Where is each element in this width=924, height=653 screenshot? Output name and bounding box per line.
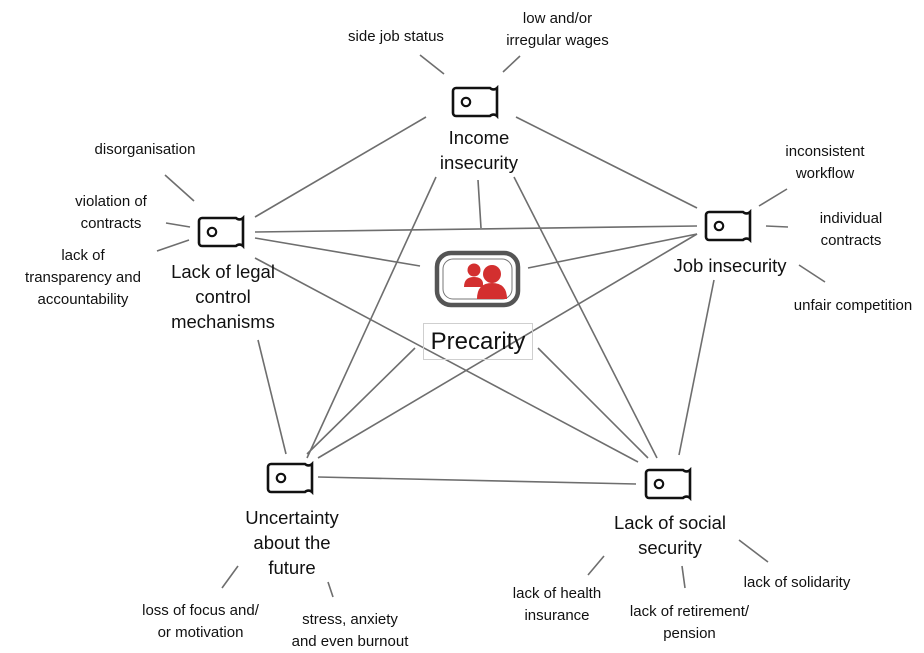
node-future-label: Uncertainty about the future (245, 507, 339, 578)
job-ticket-icon (704, 208, 752, 244)
leaf-loss-of-focus: loss of focus and/ or motivation (142, 602, 259, 641)
income-ticket-icon (451, 84, 499, 120)
legal-ticket-icon (197, 214, 245, 250)
leaf-violation-of-contracts: violation of contracts (75, 193, 147, 232)
leaf-unfair-competition: unfair competition (793, 297, 913, 314)
leaf-inconsistent-workflow: inconsistent workflow (785, 143, 865, 182)
node-legal-label: Lack of legal control mechanisms (171, 261, 275, 332)
leaf-disorganisation: disorganisation (94, 141, 196, 158)
future-ticket-icon (266, 460, 314, 496)
node-social-label: Lack of social security (613, 512, 727, 558)
leaf-health-insurance: lack of health insurance (512, 585, 602, 624)
leaf-solidarity: lack of solidarity (743, 574, 851, 591)
connector-lines (156, 54, 826, 598)
leaf-individual-contracts: individual contracts (819, 210, 883, 249)
leaf-retirement-pension: lack of retirement/ pension (629, 603, 750, 642)
center-precarity-label: Precarity (423, 323, 533, 360)
leaf-low-wages: low and/or irregular wages (506, 10, 609, 49)
leaf-stress-burnout: stress, anxiety and even burnout (291, 611, 409, 650)
node-income-label: Income insecurity (439, 127, 519, 173)
leaf-side-job: side job status (348, 28, 444, 45)
node-job-label: Job insecurity (673, 255, 787, 276)
social-ticket-icon (644, 466, 692, 502)
precarity-people-icon (434, 250, 521, 308)
leaf-transparency: lack of transparency and accountability (25, 247, 141, 308)
